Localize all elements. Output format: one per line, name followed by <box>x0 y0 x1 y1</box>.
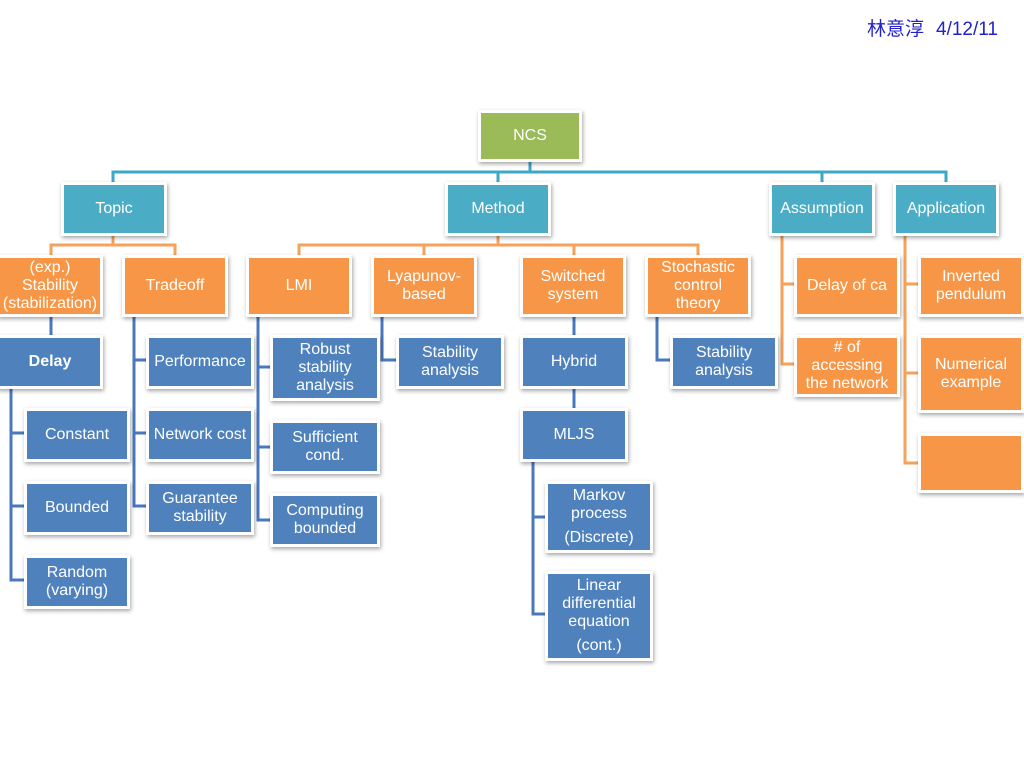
node-robust-stability: Robust stability analysis <box>270 335 380 401</box>
node-switched-system: Switched system <box>520 255 626 317</box>
node-stochastic-stability-analysis: Stability analysis <box>670 335 778 389</box>
node-delay-random: Random (varying) <box>24 555 130 609</box>
author-name: 林意淳 <box>867 18 925 40</box>
node-delay: Delay <box>0 335 103 389</box>
node-numerical-example: Numerical example <box>918 335 1024 413</box>
node-delay-of-ca: Delay of ca <box>794 255 900 317</box>
node-performance: Performance <box>146 335 254 389</box>
node-computing-bounded: Computing bounded <box>270 493 380 547</box>
category-topic: Topic <box>61 182 167 236</box>
slide-date: 4/12/11 <box>936 19 998 40</box>
node-tradeoff: Tradeoff <box>122 255 228 317</box>
node-sufficient-cond: Sufficient cond. <box>270 420 380 474</box>
node-network-cost: Network cost <box>146 408 254 462</box>
node-accessing-network: # of accessing the network <box>794 335 900 397</box>
root-node-ncs: NCS <box>478 110 582 162</box>
category-application: Application <box>893 182 999 236</box>
category-method: Method <box>445 182 551 236</box>
node-stochastic: Stochastic control theory <box>645 255 751 317</box>
node-delay-constant: Constant <box>24 408 130 462</box>
slide-header: 林意淳 4/12/11 <box>867 14 998 41</box>
markov-process-label: Markov process <box>570 487 628 522</box>
node-lmi: LMI <box>246 255 352 317</box>
node-application-empty <box>918 433 1024 493</box>
category-assumption: Assumption <box>769 182 875 236</box>
node-hybrid: Hybrid <box>520 335 628 389</box>
linear-equation-label: Linear differential equation <box>562 577 636 630</box>
node-stability: (exp.) Stability (stabilization) <box>0 255 103 317</box>
node-mljs: MLJS <box>520 408 628 462</box>
node-inverted-pendulum: Inverted pendulum <box>918 255 1024 317</box>
node-lyapunov: Lyapunov- based <box>371 255 477 317</box>
markov-process-sublabel: (Discrete) <box>564 529 634 546</box>
node-linear-differential-equation: Linear differential equation (cont.) <box>545 571 653 661</box>
node-guarantee-stability: Guarantee stability <box>146 481 254 535</box>
node-lyapunov-stability-analysis: Stability analysis <box>396 335 504 389</box>
node-delay-bounded: Bounded <box>24 481 130 535</box>
linear-equation-sublabel: (cont.) <box>576 637 622 654</box>
node-markov-process: Markov process (Discrete) <box>545 481 653 553</box>
